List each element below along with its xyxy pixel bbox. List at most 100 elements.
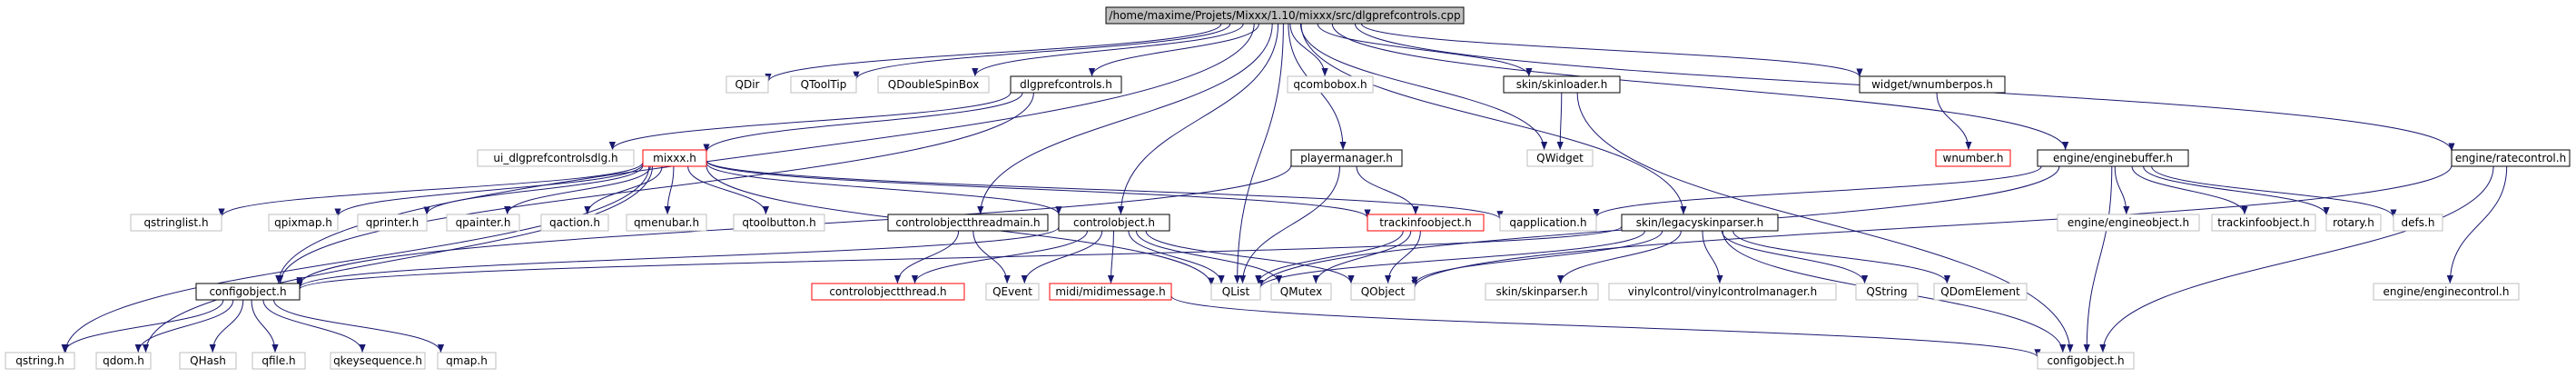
node-label: skin/skinloader.h (1516, 78, 1608, 91)
edge-root-to-qcombobox_h (1289, 23, 1328, 77)
node-wnumber-h[interactable]: wnumber.h (1935, 149, 2011, 167)
edge-mixxx_h-to-qdom_h (142, 165, 653, 353)
edge-controlobject_h-to-configobject_h (296, 226, 1060, 288)
node-box (1526, 149, 1594, 167)
node-playermanager-h[interactable]: playermanager.h (1290, 149, 1403, 167)
node-midimessage-h[interactable]: midi/midimessage.h (1049, 283, 1172, 301)
node-label: controlobject.h (1073, 216, 1155, 229)
edge-enginebuffer_h-to-configobject_h2 (2083, 165, 2113, 353)
node-controlobject-h[interactable]: controlobject.h (1058, 214, 1170, 232)
node-label: qcombobox.h (1293, 78, 1367, 91)
edge-root-to-legacyskinparser_h (1300, 23, 1687, 215)
node-box (330, 352, 426, 370)
node-box (725, 75, 769, 94)
edge-trackinfoobject_h-to-qobject (1385, 230, 1421, 284)
node-configobject-h2: configobject.h (2037, 352, 2135, 370)
node-label: /home/maxime/Projets/Mixxx/1.10/mixxx/sr… (1109, 9, 1460, 22)
node-label: playermanager.h (1300, 152, 1393, 164)
node-configobject-h[interactable]: configobject.h (195, 283, 301, 301)
node-qdom-h: qdom.h (95, 352, 152, 370)
edge-mixxx_h-to-trackinfoobject_h (706, 160, 1371, 218)
node-qdomelement: QDomElement (1933, 283, 2028, 301)
node-trackinfoobject-h[interactable]: trackinfoobject.h (1367, 214, 1485, 232)
node-qfile-h: qfile.h (252, 352, 306, 370)
node-label: engine/ratecontrol.h (2455, 152, 2566, 164)
node-box (179, 352, 237, 370)
node-enginebuffer-h[interactable]: engine/enginebuffer.h (2037, 149, 2189, 167)
edge-skinloader_h-to-qwidget (1556, 92, 1564, 151)
node-label: mixxx.h (653, 152, 696, 164)
node-box (357, 214, 428, 232)
node-label: qstring.h (15, 354, 64, 367)
edge-root-to-configobject_h (275, 23, 1255, 284)
edge-legacyskinparser_h-to-qobject (1411, 230, 1663, 285)
node-qpixmap-h: qpixmap.h (268, 214, 339, 232)
node-label: trackinfoobject.h (2217, 216, 2309, 229)
node-label: vinylcontrol/vinylcontrolmanager.h (1628, 285, 1817, 298)
edge-ratecontrol_h-to-enginecontrol_h (2446, 165, 2508, 284)
node-label: skin/legacyskinparser.h (1636, 216, 1764, 229)
edge-root-to-controlobjectthreadmain_h (977, 23, 1273, 215)
node-qtoolbutton-h: qtoolbutton.h (733, 214, 825, 232)
edge-configobject_h-to-qfile_h (251, 299, 279, 353)
node-label: QMutex (1280, 285, 1322, 298)
edge-enginebuffer_h-to-engineobject_h (2114, 165, 2130, 215)
edge-root-to-qtooltip (853, 23, 1231, 80)
node-qevent: QEvent (985, 283, 1040, 301)
node-qdoublespinbox: QDoubleSpinBox (877, 75, 990, 94)
node-ratecontrol-h[interactable]: engine/ratecontrol.h (2451, 149, 2571, 167)
node-qlist: QList (1210, 283, 1261, 301)
edge-mixxx_h-to-qapplication_h (706, 160, 1504, 220)
node-box (1499, 214, 1597, 232)
edge-playermanager_h-to-trackinfoobject_h (1356, 165, 1419, 215)
node-box (811, 283, 965, 301)
node-label: QString (1866, 285, 1907, 298)
edge-configobject_h-to-qstring_h (61, 299, 224, 353)
node-label: qpixmap.h (274, 216, 332, 229)
node-box (1621, 214, 1779, 232)
edge-dlgprefcontrols_h-to-configobject_h (277, 92, 1034, 284)
node-label: engine/enginecontrol.h (2384, 285, 2510, 298)
node-qmenubar-h: qmenubar.h (626, 214, 707, 232)
edge-skinloader_h-to-configobject_h2 (1576, 92, 2074, 353)
node-label: qaction.h (549, 216, 600, 229)
node-label: qapplication.h (1509, 216, 1586, 229)
edge-midimessage_h-to-configobject_h2 (1170, 295, 2041, 358)
node-box (2057, 214, 2200, 232)
node-box (1855, 283, 1919, 301)
node-label: QDir (735, 78, 760, 91)
node-label: QDomElement (1940, 285, 2020, 298)
node-box (1049, 283, 1172, 301)
node-skinloader-h[interactable]: skin/skinloader.h (1503, 75, 1621, 94)
node-ui-dlgprefcontrolsdlg-h: ui_dlgprefcontrolsdlg.h (477, 149, 635, 167)
node-label: qfile.h (262, 354, 295, 367)
node-legacyskinparser-h[interactable]: skin/legacyskinparser.h (1621, 214, 1779, 232)
node-box (1058, 214, 1170, 232)
node-controlobjectthreadmain-h[interactable]: controlobjectthreadmain.h (887, 214, 1049, 232)
node-wnumberpos-h[interactable]: widget/wnumberpos.h (1859, 75, 2006, 94)
edge-enginebuffer_h-to-trackinfoobject_h2 (2131, 165, 2248, 215)
node-box (626, 214, 707, 232)
edge-controlobjectthreadmain_h-to-controlobjectthread_h (893, 230, 960, 284)
edge-enginebuffer_h-to-rotary_h (2143, 165, 2330, 216)
node-box (95, 352, 152, 370)
node-box (446, 214, 520, 232)
node-vinylcontrolmanager-h: vinylcontrol/vinylcontrolmanager.h (1608, 283, 1837, 301)
node-label: qprinter.h (366, 216, 419, 229)
node-box (2037, 352, 2135, 370)
node-skinparser-h: skin/skinparser.h (1485, 283, 1599, 301)
edge-root-to-qdoublespinbox (972, 23, 1244, 77)
node-label: defs.h (2402, 216, 2435, 229)
node-mixxx-h[interactable]: mixxx.h (642, 149, 707, 167)
node-controlobjectthread-h[interactable]: controlobjectthread.h (811, 283, 965, 301)
edge-mixxx_h-to-qtoolbutton_h (687, 165, 769, 215)
node-box (2393, 214, 2443, 232)
edge-enginebuffer_h-to-defs_h (2151, 165, 2397, 218)
edge-controlobject_h-to-qlist (1128, 230, 1225, 284)
node-box (1290, 149, 1403, 167)
node-box (1367, 214, 1485, 232)
edge-configobject_h-to-qdom_h (134, 299, 234, 353)
node-label: QDoubleSpinBox (888, 78, 979, 91)
edge-root-to-enginebuffer_h (1331, 23, 2069, 151)
node-dlgprefcontrols-h[interactable]: dlgprefcontrols.h (1010, 75, 1122, 94)
